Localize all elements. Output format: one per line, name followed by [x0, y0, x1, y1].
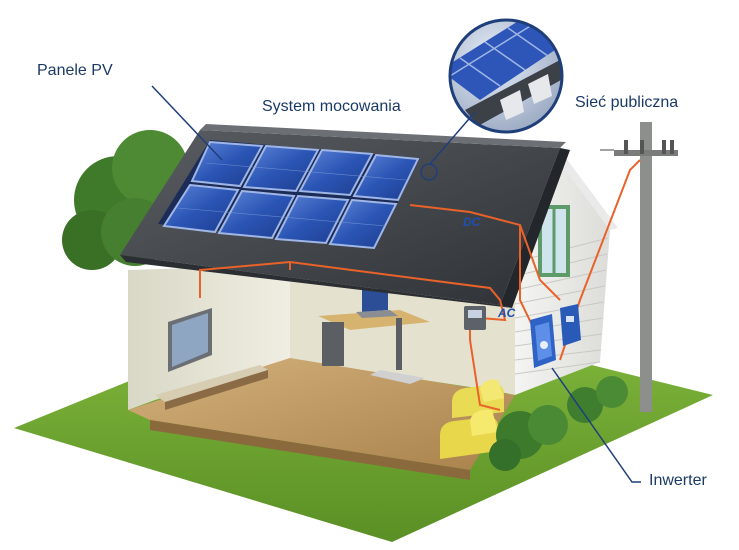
leader-mounting: [429, 111, 476, 165]
label-dc: DC: [463, 215, 481, 229]
meter-icon: [464, 306, 486, 330]
inverter-icon: [530, 304, 581, 368]
leader-pv-panels: [151, 85, 223, 161]
tv-cabinet: [155, 365, 268, 410]
bushes: [489, 376, 628, 471]
label-ac: AC: [498, 306, 516, 320]
desk: [318, 310, 430, 384]
mounting-detail-zoom: [448, 18, 564, 134]
side-window: [538, 205, 570, 277]
utility-pole-icon: [600, 122, 678, 412]
tv-icon: [168, 308, 212, 372]
armchair-1: [452, 379, 504, 418]
pv-panel-array: [158, 140, 420, 250]
mounting-marker: [420, 163, 438, 181]
laptop-icon: [356, 288, 398, 318]
label-inverter: Inwerter: [649, 472, 707, 489]
armchair-2: [440, 409, 498, 459]
leader-inverter: [551, 367, 641, 483]
label-mounting-system: System mocowania: [262, 98, 401, 115]
label-pv-panels: Panele PV: [37, 62, 113, 79]
leader-lines: [151, 85, 641, 483]
label-public-grid: Sieć publiczna: [575, 94, 679, 111]
